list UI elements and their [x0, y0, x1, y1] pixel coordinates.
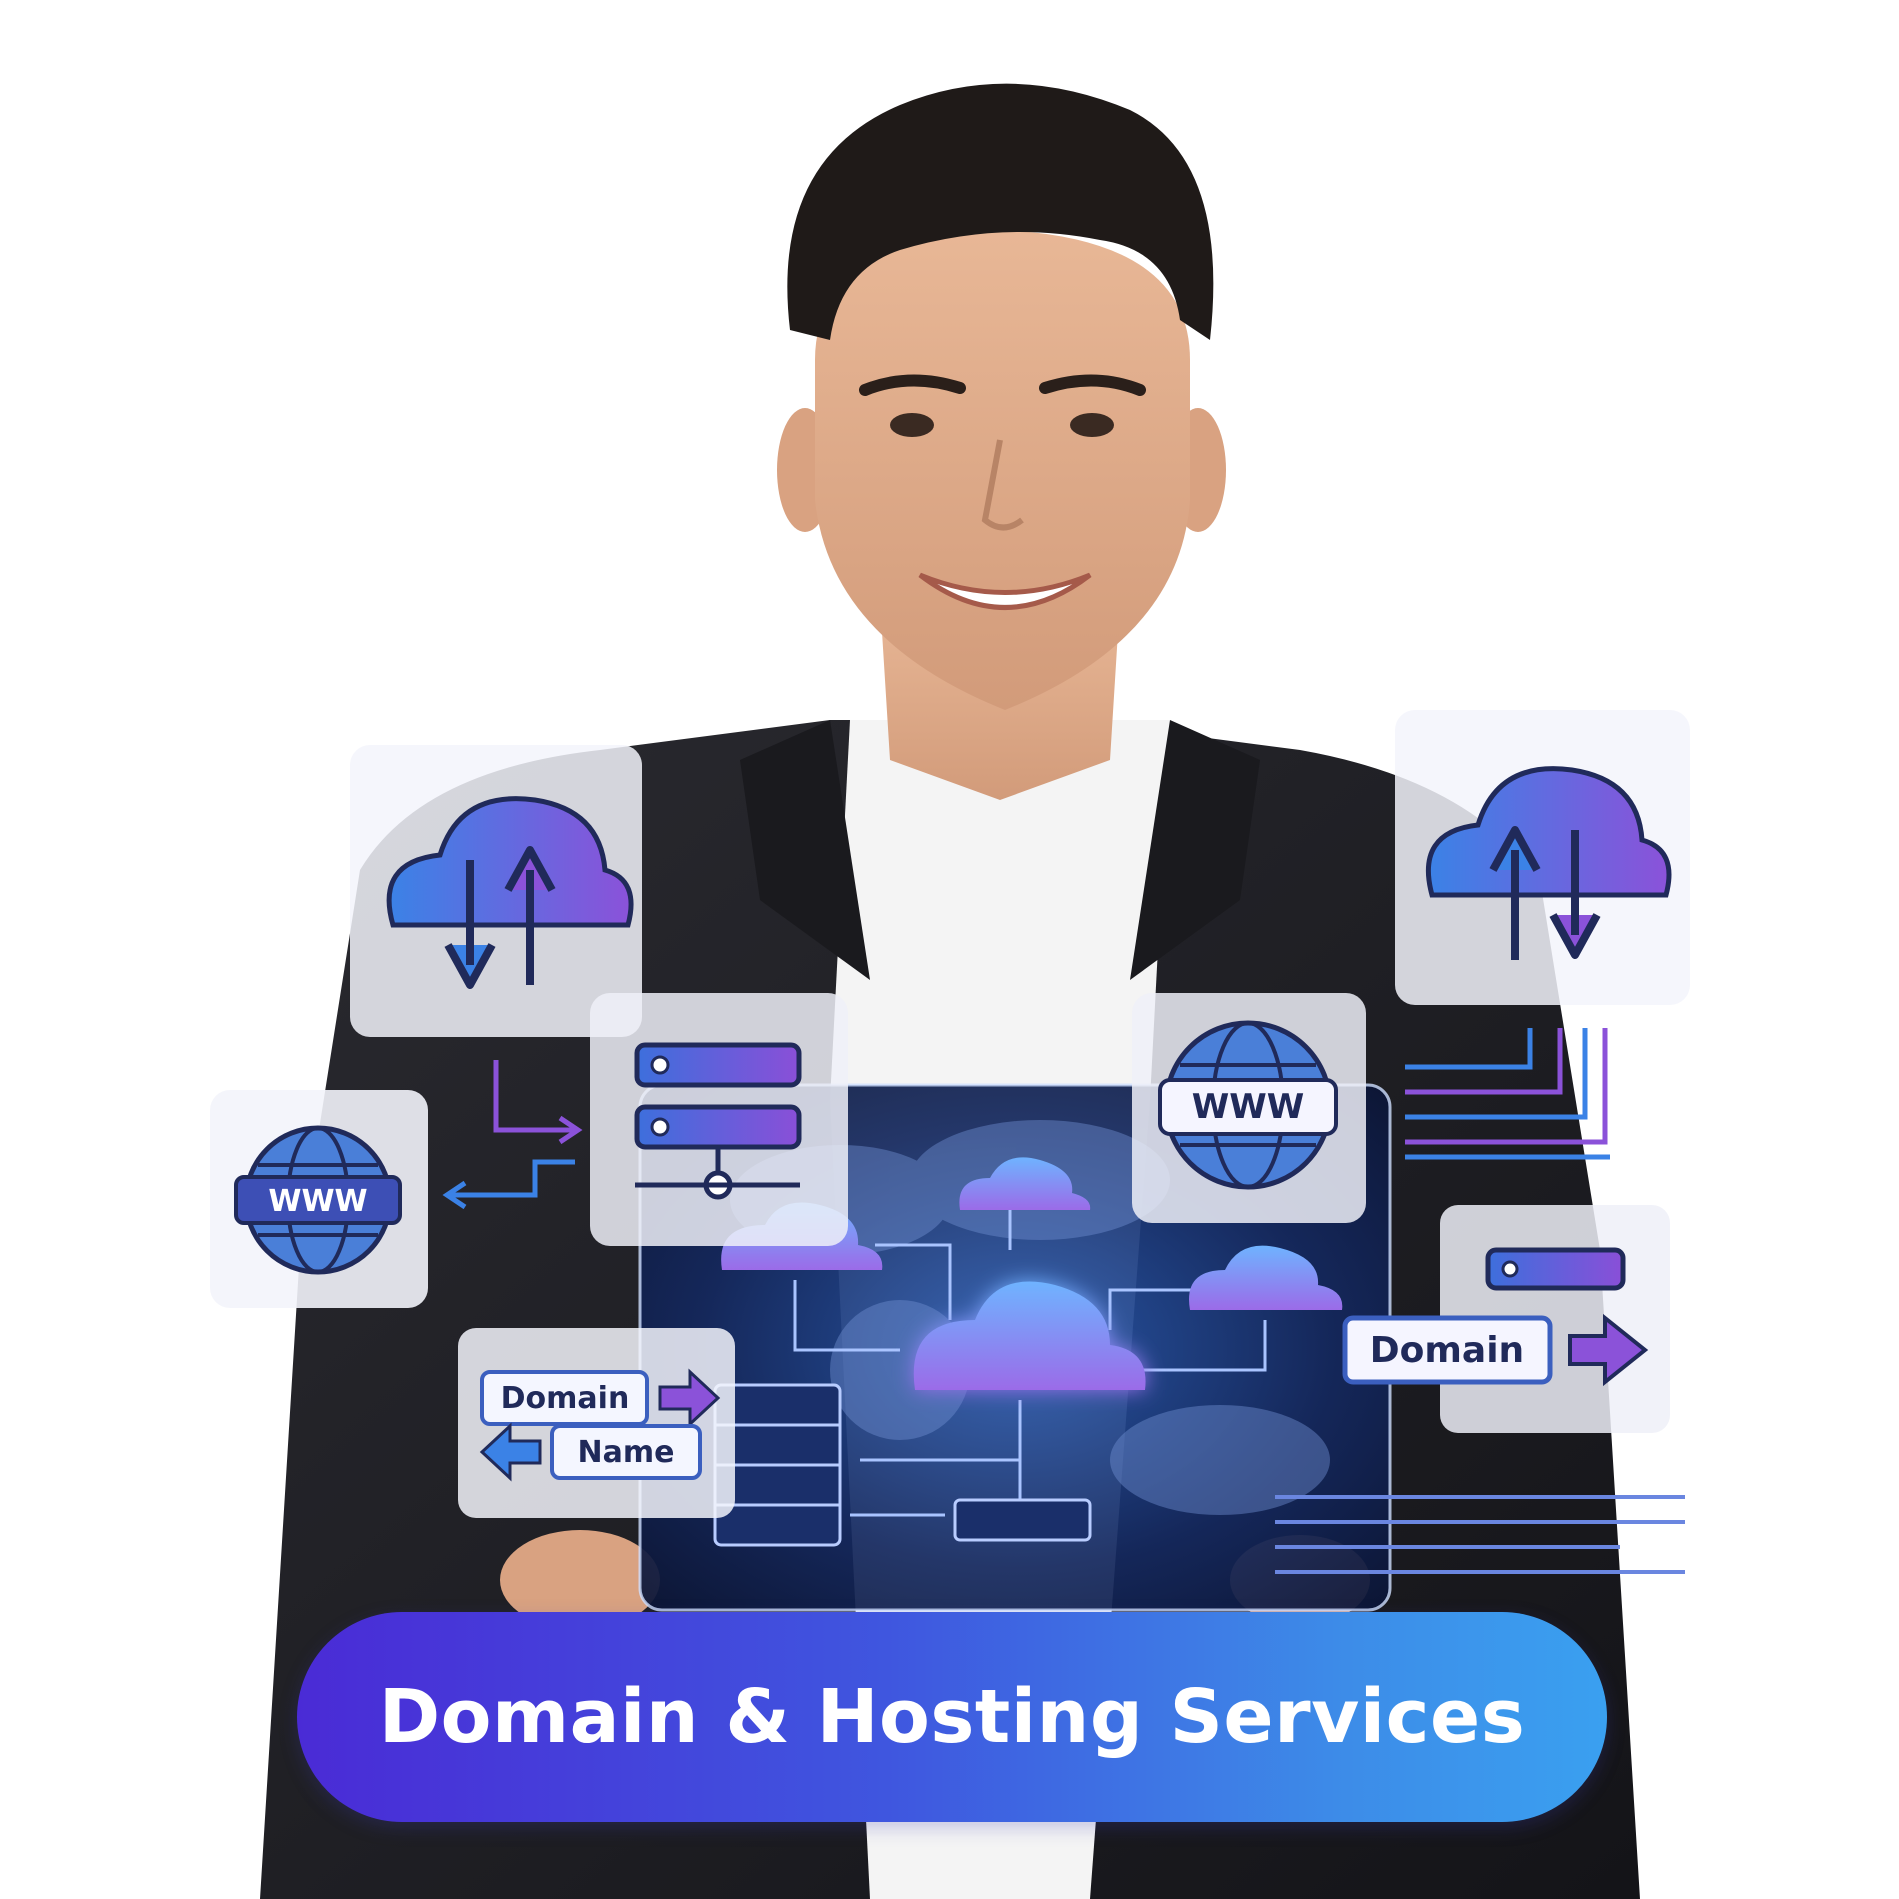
server-rack-icon: [634, 1042, 802, 1200]
domain-label: Domain: [501, 1381, 630, 1416]
panel-domain-right: Domain: [1342, 1205, 1670, 1433]
arrow-left-icon: [479, 1422, 542, 1482]
banner-title: Domain & Hosting Services: [378, 1674, 1526, 1760]
nose: [981, 439, 1024, 531]
panel-domain-name: Domain Name: [458, 1328, 735, 1518]
eyebrow-left: [859, 374, 966, 396]
domain-label: Domain: [1370, 1330, 1524, 1371]
server-rack-icon: [1485, 1247, 1626, 1291]
cloud-icon: [913, 1281, 1146, 1390]
panel-server: [590, 993, 848, 1246]
cloud-upload-download-icon: [1425, 766, 1672, 960]
panel-www-right: WWW: [1132, 993, 1366, 1223]
panel-cloud-transfer-right: [1395, 710, 1690, 1005]
data-lines: [1275, 1495, 1685, 1574]
www-label: WWW: [1192, 1087, 1305, 1127]
cloud-icon: [959, 1157, 1091, 1210]
panel-cloud-transfer-left: [350, 745, 642, 1037]
globe-www-icon: [234, 1125, 402, 1275]
lapel-left: [740, 720, 870, 980]
hand-left: [500, 1530, 660, 1630]
eyebrow-right: [1039, 374, 1146, 396]
connector-arrows-left: [442, 1060, 583, 1210]
panel-www-left: WWW: [210, 1090, 428, 1308]
name-label: Name: [578, 1435, 675, 1470]
title-banner: Domain & Hosting Services: [297, 1612, 1607, 1822]
cloud-upload-download-icon: [386, 796, 634, 989]
data-lines-right: [1405, 1028, 1610, 1160]
smile: [918, 572, 1092, 610]
lapel-right: [1130, 720, 1260, 980]
hair: [787, 83, 1214, 341]
network-switch-icon: [953, 1498, 1092, 1542]
cloud-icon: [1189, 1245, 1343, 1310]
arrow-right-icon: [658, 1368, 721, 1428]
server-rack-icon: [713, 1383, 842, 1547]
globe-www-icon: [1158, 1020, 1338, 1190]
eye-right: [1070, 413, 1114, 437]
eye-left: [890, 413, 934, 437]
www-label: WWW: [268, 1184, 367, 1219]
face: [815, 230, 1190, 710]
arrow-right-icon: [1568, 1313, 1649, 1387]
